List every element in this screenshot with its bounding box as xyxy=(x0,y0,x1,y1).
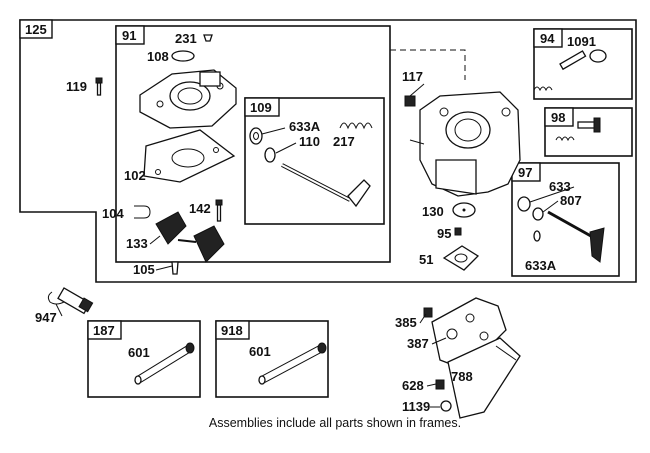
part-label-231: 231 xyxy=(175,31,197,46)
frame-918-label: 918 xyxy=(221,323,243,338)
frame-187-outline xyxy=(87,320,201,398)
part-label-108: 108 xyxy=(147,49,169,64)
part-label-95: 95 xyxy=(437,226,451,241)
leader-dashed xyxy=(390,49,466,80)
part-label-130: 130 xyxy=(422,204,444,219)
frame-98-label: 98 xyxy=(551,110,565,125)
part-label-104: 104 xyxy=(102,206,124,221)
part-label-142: 142 xyxy=(189,201,211,216)
screw-119-drawing xyxy=(95,77,103,96)
part-label-385: 385 xyxy=(395,315,417,330)
frame-94-label: 94 xyxy=(540,31,555,46)
part-label-117: 117 xyxy=(402,69,423,84)
shaft-918-drawing xyxy=(258,342,327,385)
part-label-788: 788 xyxy=(451,369,473,384)
frame-98-tag xyxy=(544,107,574,127)
part-label-105: 105 xyxy=(133,262,155,277)
leader-lines xyxy=(55,83,575,408)
frame-94-outline xyxy=(533,28,633,100)
washer-110-drawing xyxy=(264,147,276,163)
frame-91-tag xyxy=(115,25,145,45)
spring-217-drawing xyxy=(339,122,373,130)
part-label-601-right: 601 xyxy=(249,344,271,359)
frame-94-tag xyxy=(533,28,563,48)
frame-91-outline xyxy=(115,25,391,263)
frame-125-tag xyxy=(19,19,53,39)
frame-918-tag xyxy=(215,320,250,340)
idle-screw-94-drawing xyxy=(533,49,607,92)
frame-187-label: 187 xyxy=(93,323,115,338)
frame-125-label: 125 xyxy=(25,22,47,37)
choke-shaft-97-drawing xyxy=(517,196,605,263)
pin-142-drawing xyxy=(215,199,223,222)
fuel-pump-drawing xyxy=(423,297,521,419)
part-label-387: 387 xyxy=(407,336,429,351)
float-133-drawing xyxy=(155,211,225,263)
part-label-1139: 1139 xyxy=(402,399,430,414)
frame-109-tag xyxy=(244,97,280,117)
frame-109-label: 109 xyxy=(250,100,272,115)
screw-231-drawing xyxy=(203,34,213,42)
gasket-51-drawing xyxy=(442,245,480,271)
choke-plate-130-drawing xyxy=(452,202,476,218)
needle-105-drawing xyxy=(171,261,179,275)
washer-633a-drawing xyxy=(249,127,263,145)
frame-125-outline xyxy=(19,19,637,283)
part-label-110: 110 xyxy=(299,134,320,149)
part-label-133: 133 xyxy=(126,236,148,251)
frame-98-outline xyxy=(544,107,633,157)
part-label-51: 51 xyxy=(419,252,433,267)
gasket-108-drawing xyxy=(171,50,195,62)
carburetor-body-drawing xyxy=(409,91,521,197)
part-label-119: 119 xyxy=(66,79,87,94)
frame-187-tag xyxy=(87,320,122,340)
part-label-601-left: 601 xyxy=(128,345,150,360)
idle-screw-98-drawing xyxy=(555,117,601,142)
part-label-807: 807 xyxy=(560,193,582,208)
shaft-187-drawing xyxy=(134,342,195,385)
frame-91-label: 91 xyxy=(122,28,136,43)
part-label-633a-top: 633A xyxy=(289,119,321,134)
part-label-628: 628 xyxy=(402,378,424,393)
screw-95-drawing xyxy=(454,227,462,236)
part-label-1091: 1091 xyxy=(567,34,596,49)
frame-97-outline xyxy=(511,162,620,277)
frame-109-outline xyxy=(244,97,385,225)
frame-97-label: 97 xyxy=(518,165,532,180)
part-label-217: 217 xyxy=(333,134,355,149)
gasket-102-drawing xyxy=(143,129,236,183)
part-label-102: 102 xyxy=(124,168,146,183)
part-label-947: 947 xyxy=(35,310,57,325)
plug-117-drawing xyxy=(404,95,416,107)
throttle-body-drawing xyxy=(139,69,237,129)
part-label-633a-bottom: 633A xyxy=(525,258,557,273)
solenoid-947-drawing xyxy=(47,287,94,315)
frame-918-outline xyxy=(215,320,329,398)
clip-104-drawing xyxy=(134,205,151,219)
throttle-shaft-drawing xyxy=(281,163,371,208)
diagram-caption: Assemblies include all parts shown in fr… xyxy=(209,416,461,430)
